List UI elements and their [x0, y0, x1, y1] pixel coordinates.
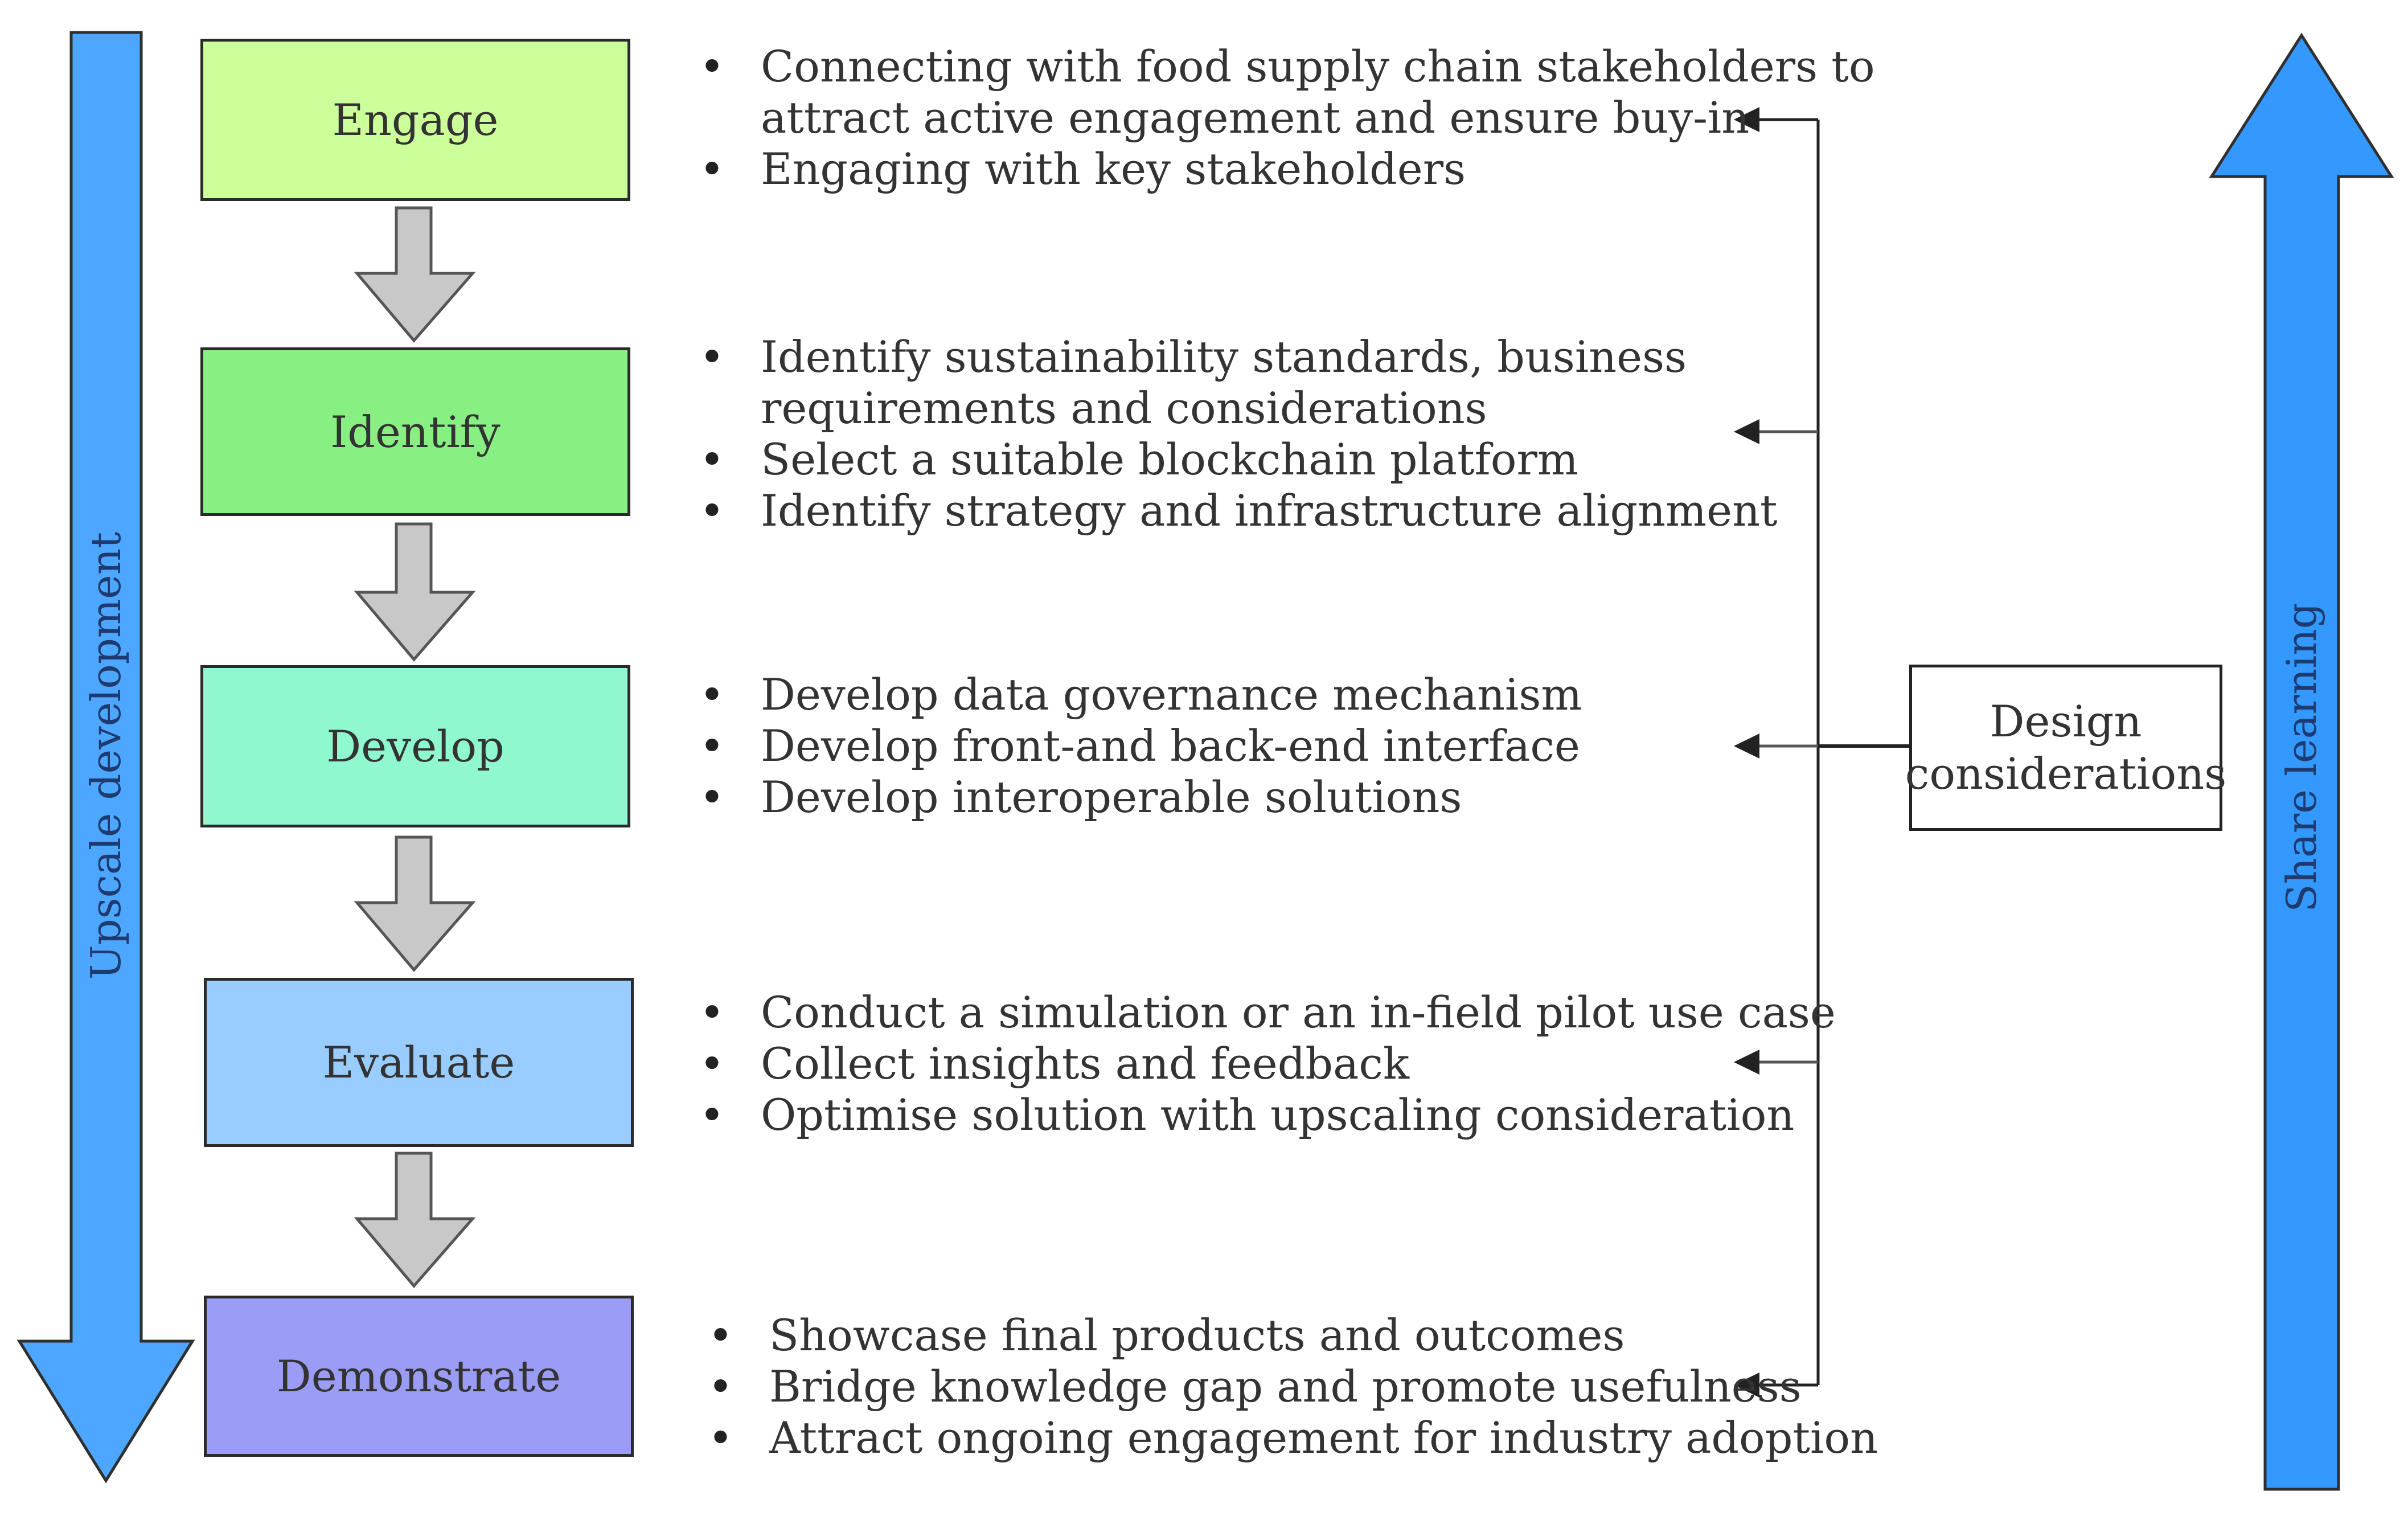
develop-bullet-list: Develop data governance mechanism Develo…: [699, 669, 1582, 823]
bullet-item: Develop data governance mechanism: [699, 669, 1582, 720]
bullet-item: Conduct a simulation or an in-field pilo…: [699, 987, 1836, 1038]
identify-bullet-list: Identify sustainability standards, busin…: [699, 331, 1778, 536]
stage-identify-box: Identify: [200, 347, 630, 516]
evaluate-bullet-list: Conduct a simulation or an in-field pilo…: [699, 987, 1836, 1141]
bullet-item: Bridge knowledge gap and promote usefuln…: [708, 1361, 1878, 1412]
bullet-item: Engaging with key stakeholders: [699, 144, 1875, 195]
bullet-item: Optimise solution with upscaling conside…: [699, 1089, 1836, 1141]
bullet-item: Develop front-and back-end interface: [699, 720, 1582, 772]
flow-arrow-evaluate-to-demonstrate: [354, 1152, 476, 1288]
bullet-item: Identify sustainability standards, busin…: [699, 331, 1778, 434]
bullet-item: Collect insights and feedback: [699, 1038, 1836, 1089]
stage-evaluate-box: Evaluate: [204, 978, 634, 1147]
stage-develop-box: Develop: [200, 665, 630, 827]
stage-develop-label: Develop: [326, 721, 504, 772]
connector-arrowhead-develop: [1734, 734, 1759, 759]
bullet-item: Connecting with food supply chain stakeh…: [699, 41, 1875, 144]
stage-engage-label: Engage: [332, 95, 499, 145]
stage-evaluate-label: Evaluate: [322, 1037, 515, 1088]
stage-demonstrate-box: Demonstrate: [204, 1296, 634, 1457]
flow-arrow-engage-to-identify: [354, 206, 476, 343]
design-considerations-line1: Design: [1989, 696, 2142, 747]
share-learning-label: Share learning: [2278, 603, 2325, 912]
design-considerations-box: Design considerations: [1905, 665, 2226, 831]
flow-arrow-identify-to-develop: [354, 522, 476, 662]
upscale-development-arrow: [17, 31, 195, 1484]
bullet-item: Identify strategy and infrastructure ali…: [699, 485, 1778, 536]
bullet-item: Attract ongoing engagement for industry …: [708, 1412, 1878, 1464]
design-considerations-line2: considerations: [1905, 748, 2227, 799]
stage-demonstrate-label: Demonstrate: [276, 1351, 561, 1402]
flow-arrow-develop-to-evaluate: [354, 835, 476, 972]
bullet-item: Showcase final products and outcomes: [708, 1310, 1878, 1361]
bullet-item: Develop interoperable solutions: [699, 772, 1582, 823]
bullet-item: Select a suitable blockchain platform: [699, 434, 1778, 485]
share-learning-arrow: [2209, 32, 2394, 1491]
upscale-development-label: Upscale development: [82, 531, 130, 980]
stage-engage-box: Engage: [200, 39, 630, 201]
stage-identify-label: Identify: [330, 406, 501, 457]
engage-bullet-list: Connecting with food supply chain stakeh…: [699, 41, 1875, 195]
demonstrate-bullet-list: Showcase final products and outcomes Bri…: [708, 1310, 1878, 1464]
